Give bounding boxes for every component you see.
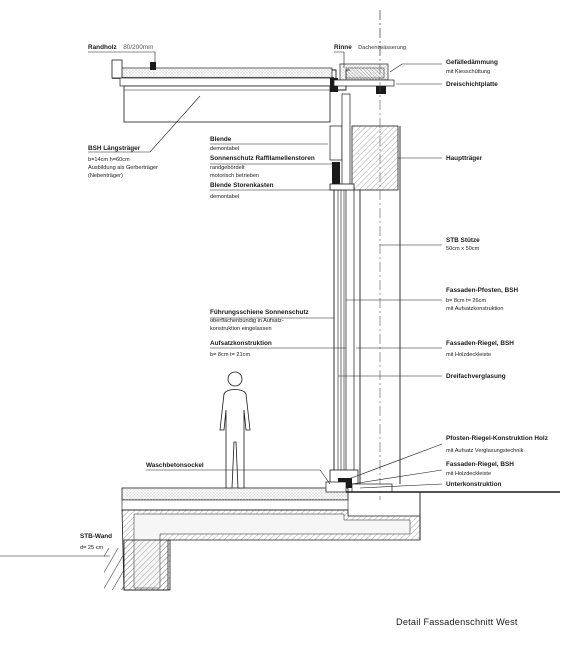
label-sonnenschutz: Sonnenschutz Raffllamellenstoren xyxy=(210,155,315,162)
dreischichtplatte-right xyxy=(333,79,395,87)
label-blende-sub: demontabel xyxy=(210,146,239,152)
label-fuehrung-2: konstruktion eingelassen xyxy=(210,326,272,332)
label-fuehrung: Führungsschiene Sonnenschutz xyxy=(210,309,309,316)
insulation-block xyxy=(345,67,385,79)
roof-assembly xyxy=(111,59,395,123)
slab-insulation xyxy=(133,513,411,589)
unterkonstruktion-block xyxy=(351,483,393,493)
riegel-upper xyxy=(329,183,355,191)
label-pfosten-riegel-sub: mit Aufsatz Verglasungstechnik xyxy=(446,448,524,454)
label-stb-wand: STB-Wand xyxy=(80,533,112,540)
person-figure xyxy=(219,371,251,489)
label-pfosten: Fassaden-Pfosten, BSH xyxy=(446,287,518,294)
leader-lines xyxy=(0,51,443,557)
rinne-sub: Dachentwässerung xyxy=(358,45,406,51)
label-gefaelle-sub: mit Kiesschüttung xyxy=(446,69,490,75)
roof-board xyxy=(119,77,335,87)
randholz-edge-beam xyxy=(111,59,123,79)
label-stb-wand-sub: d= 25 cm xyxy=(80,545,104,551)
label-riegel-unten: Fassaden-Riegel, BSH xyxy=(446,461,514,468)
floor-screed xyxy=(121,499,349,511)
base-assembly xyxy=(104,481,421,591)
blende-panel xyxy=(329,125,343,161)
label-dreischicht: Dreischichtplatte xyxy=(446,81,498,88)
randholz-title: Randholz xyxy=(88,44,117,51)
label-pfosten-riegel: Pfosten-Riegel-Konstruktion Holz xyxy=(446,435,548,442)
label-bsh-laengs-1: b=14cm h=60cm xyxy=(88,157,130,163)
ground-earth xyxy=(104,548,124,590)
label-rinne: Rinne Dachentwässerung xyxy=(334,36,406,53)
label-bsh-laengs-2: Ausbildung als Gerberträger xyxy=(88,165,158,171)
label-bsh-laengs: BSH Längsträger xyxy=(88,145,141,152)
label-riegel-oben-sub: mit Holzdeckleiste xyxy=(446,352,491,358)
aufsatz-konstruktion xyxy=(345,185,355,485)
stb-wand xyxy=(123,539,171,591)
label-haupttraeger: Hauptträger xyxy=(446,155,483,162)
label-unterkonstr: Unterkonstruktion xyxy=(446,481,501,488)
randholz-dim: 80/200mm xyxy=(123,44,153,51)
label-randholz: Randholz 80/200mm xyxy=(88,36,153,53)
facade-assembly xyxy=(329,10,560,500)
storen-package xyxy=(332,162,340,184)
label-fuehrung-1: oberflächenbündig in Aufsatz- xyxy=(210,318,284,324)
label-bsh-laengs-3: (Nebenträger) xyxy=(88,173,123,179)
label-aufsatz-sub: b= 8cm t= 21cm xyxy=(210,352,250,358)
label-blende-storen: Blende Storenkasten xyxy=(210,182,274,189)
bsh-laengstraeger xyxy=(123,85,331,123)
label-pfosten-2: mit Aufsatzkonstruktion xyxy=(446,306,504,312)
label-blende: Blende xyxy=(210,136,232,143)
label-stb-stuetze-sub: 50cm x 50cm xyxy=(446,246,480,252)
drawing-caption: Detail Fassadenschnitt West xyxy=(396,617,518,627)
label-sonnenschutz-2: motorisch betrieben xyxy=(210,173,259,179)
rinne-title: Rinne xyxy=(334,44,352,51)
floor-finish xyxy=(121,487,349,501)
blende-storenkasten xyxy=(341,93,351,189)
label-pfosten-1: b= 8cm t= 26cm xyxy=(446,298,486,304)
label-stb-stuetze: STB Stütze xyxy=(446,237,480,244)
haupttraeger-block xyxy=(351,125,399,191)
label-dreifach: Dreifachverglasung xyxy=(446,373,506,380)
label-blende-storen-sub: demontabel xyxy=(210,194,239,200)
label-riegel-oben: Fassaden-Riegel, BSH xyxy=(446,340,514,347)
waschbetonsockel xyxy=(325,481,347,493)
right-slab xyxy=(400,491,421,540)
label-waschbeton: Waschbetonsockel xyxy=(146,462,204,469)
label-sonnenschutz-1: randgebördelt xyxy=(210,165,245,171)
roof-edge-fitting xyxy=(150,62,156,70)
gutter-body xyxy=(376,86,386,94)
label-aufsatz: Aufsatzkonstruktion xyxy=(210,340,272,347)
label-riegel-unten-sub: mit Holzdeckleiste xyxy=(446,471,491,477)
label-gefaelle: Gefälledämmung xyxy=(446,59,498,66)
